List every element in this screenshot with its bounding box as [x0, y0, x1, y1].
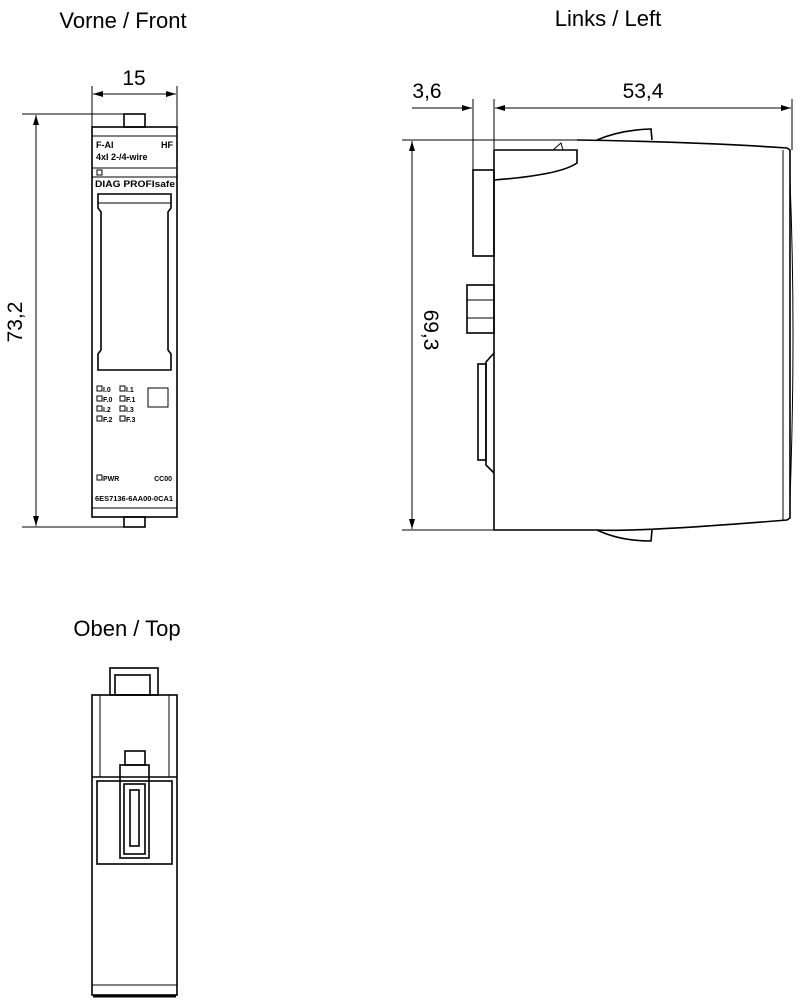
left-coding-block — [466, 284, 495, 334]
led-label: I.3 — [126, 407, 134, 414]
top-panel — [96, 780, 173, 865]
led-label: I.0 — [103, 387, 111, 394]
left-height-value: 69,3 — [419, 310, 442, 351]
top-connector — [109, 667, 159, 696]
hf-label: HF — [161, 140, 173, 150]
top-view: Oben / Top — [73, 616, 181, 998]
front-bottom-tab — [123, 516, 146, 528]
left-height-dimension: 69,3 — [402, 139, 578, 531]
front-label-window — [97, 193, 172, 371]
led-label: F.1 — [126, 397, 135, 404]
color-code-label: CC00 — [154, 476, 172, 483]
front-view-title: Vorne / Front — [59, 8, 186, 33]
bottom-clip — [596, 529, 653, 542]
status-led-square — [96, 169, 103, 176]
left-connector-block — [472, 169, 495, 257]
front-top-tab — [123, 113, 146, 128]
led-group: I.0 I.1 F.0 F.1 I.2 I.3 F.2 F.3 — [96, 385, 135, 424]
channels-label: 4xI 2-/4-wire — [96, 152, 148, 162]
front-view: Vorne / Front 15 73,2 F-AI HF 4xI 2-/4-w… — [4, 8, 187, 528]
left-rail-slot — [477, 363, 487, 461]
led-label: F.2 — [103, 417, 112, 424]
front-height-value: 73,2 — [4, 302, 27, 343]
offset-dim-value: 3,6 — [412, 80, 441, 103]
front-height-dimension: 73,2 — [4, 113, 125, 528]
top-view-title: Oben / Top — [73, 616, 180, 641]
top-module-body — [91, 694, 178, 996]
left-view-title: Links / Left — [555, 6, 661, 31]
part-number-label: 6ES7136-6AA00-0CA1 — [95, 496, 173, 503]
front-module-body — [91, 126, 178, 518]
led-label: I.2 — [103, 407, 111, 414]
left-module-body — [493, 139, 791, 532]
pwr-label: PWR — [103, 476, 119, 483]
front-marker-square — [147, 387, 169, 408]
led-label: F.0 — [103, 397, 112, 404]
top-slot — [119, 764, 150, 859]
front-width-value: 15 — [122, 67, 145, 90]
left-view: Links / Left 3,6 53,4 69,3 — [402, 6, 794, 542]
led-label: I.1 — [126, 387, 134, 394]
top-latch — [493, 149, 578, 181]
diag-profisafe-label: DIAG PROFIsafe — [95, 179, 175, 189]
top-clip — [596, 128, 653, 141]
depth-dim-value: 53,4 — [623, 80, 664, 103]
top-button — [124, 750, 146, 766]
module-type-label: F-AI — [96, 140, 114, 150]
left-depth-dimensions: 3,6 53,4 — [412, 80, 793, 170]
front-width-dimension: 15 — [91, 67, 178, 127]
led-label: F.3 — [126, 417, 135, 424]
